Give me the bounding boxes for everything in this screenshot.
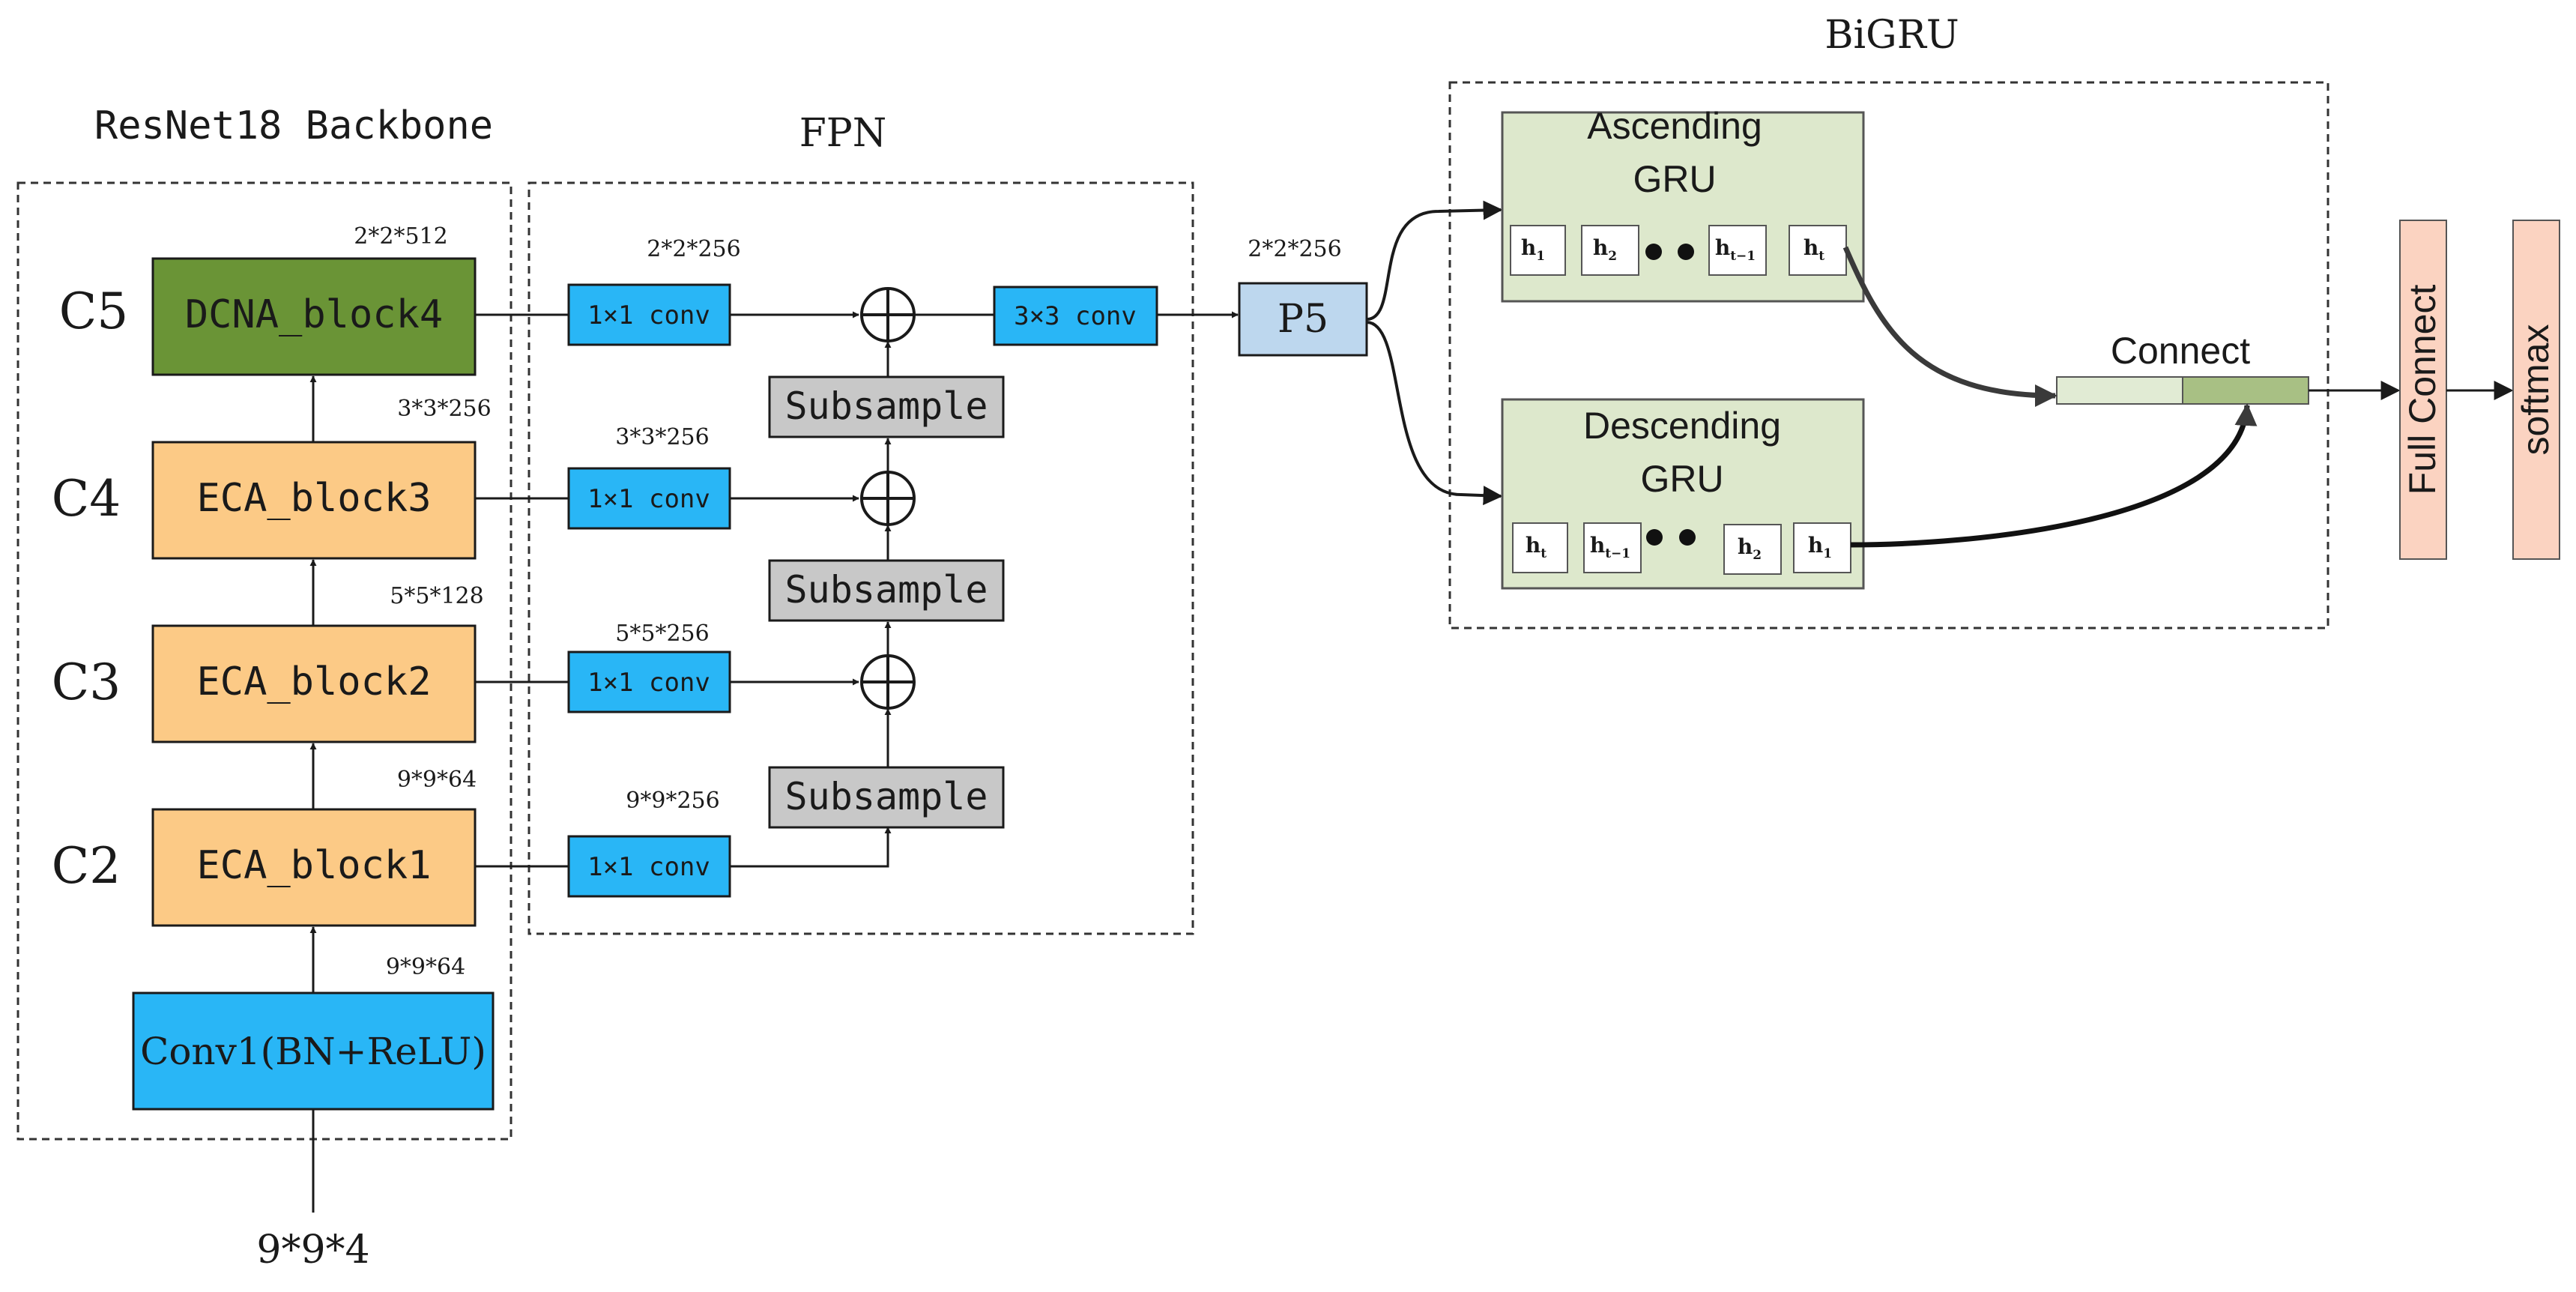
bigru-group-border [1448, 81, 2329, 630]
p5-dims: 2*2*256 [1248, 236, 1341, 262]
stage-c3-label: C3 [52, 653, 121, 711]
descending-gru-title-line2: GRU [1640, 458, 1723, 500]
lateral-dims-c2: 9*9*256 [626, 788, 719, 814]
ascending-cell-h1: h1 [1510, 225, 1566, 276]
conv1-out-dims: 9*9*64 [386, 954, 465, 980]
block1-out-dims: 9*9*64 [397, 767, 477, 793]
descending-gru-title-line1: Descending [1583, 405, 1781, 447]
svg-text:ht: ht [1526, 533, 1546, 561]
lateral-dims-c5: 2*2*256 [647, 236, 740, 262]
input-dims-label: 9*9*4 [256, 1228, 369, 1273]
descending-cell-ht-minus-1: ht−1 [1583, 522, 1642, 573]
conv-c2-to-subsample-arrow [730, 827, 892, 868]
eca-block1-label: ECA_block1 [196, 843, 431, 888]
block2-out-dims: 5*5*128 [390, 583, 483, 609]
ascending-cell-ht: ht [1789, 225, 1847, 276]
lateral-conv-c2 [567, 835, 731, 898]
stage-c2-label: C2 [52, 837, 121, 895]
svg-text:h1: h1 [1808, 533, 1832, 561]
ascending-ellipsis-dot-1 [1645, 244, 1662, 260]
subsample-box-1 [768, 766, 1005, 829]
svg-text:ht: ht [1803, 235, 1824, 264]
ascending-gru-title-line1: Ascending [1587, 105, 1762, 147]
lateral-conv-c3 [567, 650, 731, 713]
fpn-group-border [527, 181, 1194, 935]
stage-c5-label: C5 [59, 283, 129, 340]
eca-block3-label: ECA_block3 [196, 476, 431, 521]
p5-box [1238, 282, 1368, 357]
bigru-title: BiGRU [1824, 13, 1959, 58]
ascending-ellipsis-dot-2 [1678, 244, 1694, 260]
connect-label: Connect [2111, 330, 2250, 372]
lateral-conv-c4-label: 1×1 conv [587, 484, 710, 514]
descending-cell-ht: ht [1512, 522, 1568, 573]
subsample-label-2: Subsample [785, 568, 988, 612]
lateral-conv-c4 [567, 467, 731, 530]
lateral-dims-c4: 3*3*256 [615, 424, 709, 450]
dcna-block4-label: DCNA_block4 [185, 292, 443, 337]
svg-text:h2: h2 [1593, 235, 1617, 264]
subsample-label-3: Subsample [785, 384, 988, 428]
subsample-box-3 [768, 375, 1005, 438]
backbone-title: ResNet18 Backbone [94, 103, 493, 148]
eca-block2-box [151, 624, 477, 743]
connect-bar-left [2056, 376, 2183, 405]
descending-cell-h2: h2 [1723, 524, 1782, 575]
descending-to-connect-arrow [1850, 403, 2258, 548]
p5-to-ascending-arrow [1366, 200, 1503, 321]
add-node-top [860, 287, 916, 342]
lateral-conv-c5-label: 1×1 conv [587, 301, 710, 330]
full-connect-box [2399, 220, 2447, 560]
conv1-label: Conv1(BN+ReLU) [140, 1030, 486, 1073]
descending-ellipsis-dot-2 [1679, 529, 1696, 546]
conv1-box [132, 991, 495, 1111]
full-connect-label: Full Connect [2401, 285, 2443, 495]
smooth-conv-label: 3×3 conv [1014, 301, 1137, 331]
dcna-block4-box [151, 257, 477, 376]
ascending-gru-title-line2: GRU [1633, 158, 1716, 200]
svg-text:h1: h1 [1521, 235, 1545, 264]
p5-label: P5 [1278, 297, 1328, 342]
backbone-group-border [16, 181, 513, 1141]
ascending-cell-h2: h2 [1581, 225, 1639, 276]
lateral-conv-c3-label: 1×1 conv [587, 668, 710, 698]
block4-out-dims: 2*2*512 [354, 223, 447, 250]
stage-c4-label: C4 [52, 470, 121, 528]
svg-text:h2: h2 [1738, 534, 1762, 563]
ascending-to-connect-arrow [1842, 246, 2058, 407]
descending-cell-h1: h1 [1793, 522, 1851, 573]
softmax-label: softmax [2515, 324, 2557, 455]
softmax-box [2512, 220, 2560, 560]
fpn-title: FPN [799, 111, 887, 156]
lateral-conv-c2-label: 1×1 conv [587, 852, 710, 882]
add-node-middle [860, 471, 916, 526]
block3-out-dims: 3*3*256 [397, 396, 491, 422]
smooth-conv-box [993, 286, 1158, 346]
svg-text:ht−1: ht−1 [1715, 235, 1756, 264]
subsample-box-2 [768, 559, 1005, 622]
add-node-bottom [860, 654, 916, 710]
eca-block2-label: ECA_block2 [196, 659, 431, 704]
p5-to-descending-arrow [1366, 321, 1503, 506]
descending-ellipsis-dot-1 [1646, 529, 1663, 546]
svg-text:ht−1: ht−1 [1590, 533, 1630, 561]
ascending-cell-ht-minus-1: ht−1 [1708, 225, 1767, 276]
lateral-dims-c3: 5*5*256 [615, 621, 709, 647]
connect-bar-right [2182, 376, 2309, 405]
subsample-label-1: Subsample [785, 775, 988, 818]
